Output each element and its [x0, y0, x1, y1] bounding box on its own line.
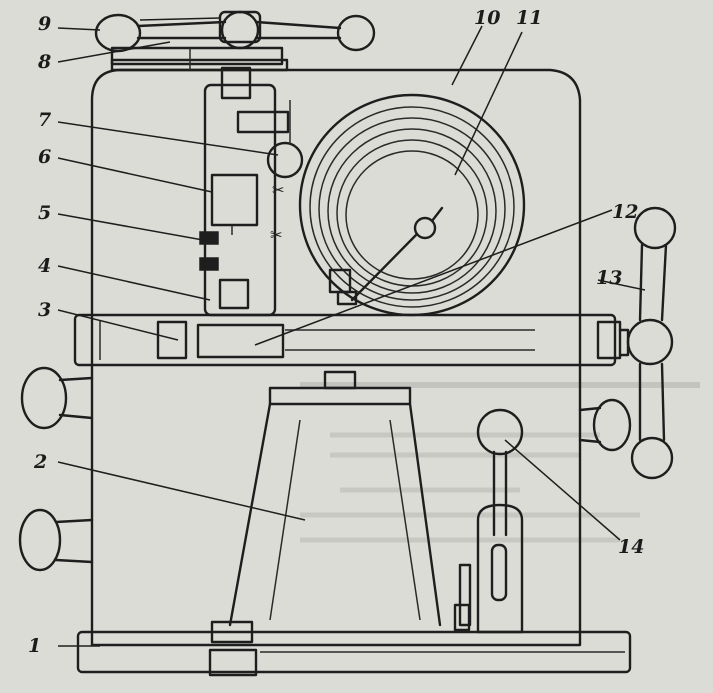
top-handle-assembly	[94, 10, 376, 72]
callout-2: 2	[33, 451, 47, 473]
svg-text:✂: ✂	[272, 181, 285, 199]
horizontal-slide	[73, 313, 622, 367]
leader-lines	[57, 17, 646, 647]
svg-text:✂: ✂	[270, 226, 283, 244]
side-handwheel	[618, 206, 677, 480]
paper-texture	[300, 382, 700, 543]
table-support	[228, 370, 442, 627]
callout-7: 7	[38, 109, 51, 131]
callout-11: 11	[516, 7, 542, 29]
control-lever	[453, 408, 524, 634]
callout-12: 12	[612, 201, 638, 223]
callout-13: 13	[596, 267, 622, 289]
callout-labels: 9 8 7 6 5 4 3 2 1 10 11 12 13 14	[28, 7, 644, 657]
callout-1: 1	[28, 635, 41, 657]
callout-8: 8	[37, 51, 51, 73]
callout-10: 10	[474, 7, 500, 29]
right-knob	[578, 398, 632, 452]
callout-3: 3	[38, 299, 51, 321]
base	[76, 620, 632, 677]
callout-9: 9	[38, 13, 51, 35]
dial-gauge	[298, 93, 526, 317]
callout-4: 4	[38, 255, 51, 277]
spindle-column: ✂ ✂	[199, 66, 304, 317]
machine-body-frame	[90, 68, 582, 647]
callout-14: 14	[618, 536, 644, 558]
callout-5: 5	[38, 202, 51, 224]
left-knobs	[18, 366, 94, 572]
callout-6: 6	[38, 146, 51, 168]
